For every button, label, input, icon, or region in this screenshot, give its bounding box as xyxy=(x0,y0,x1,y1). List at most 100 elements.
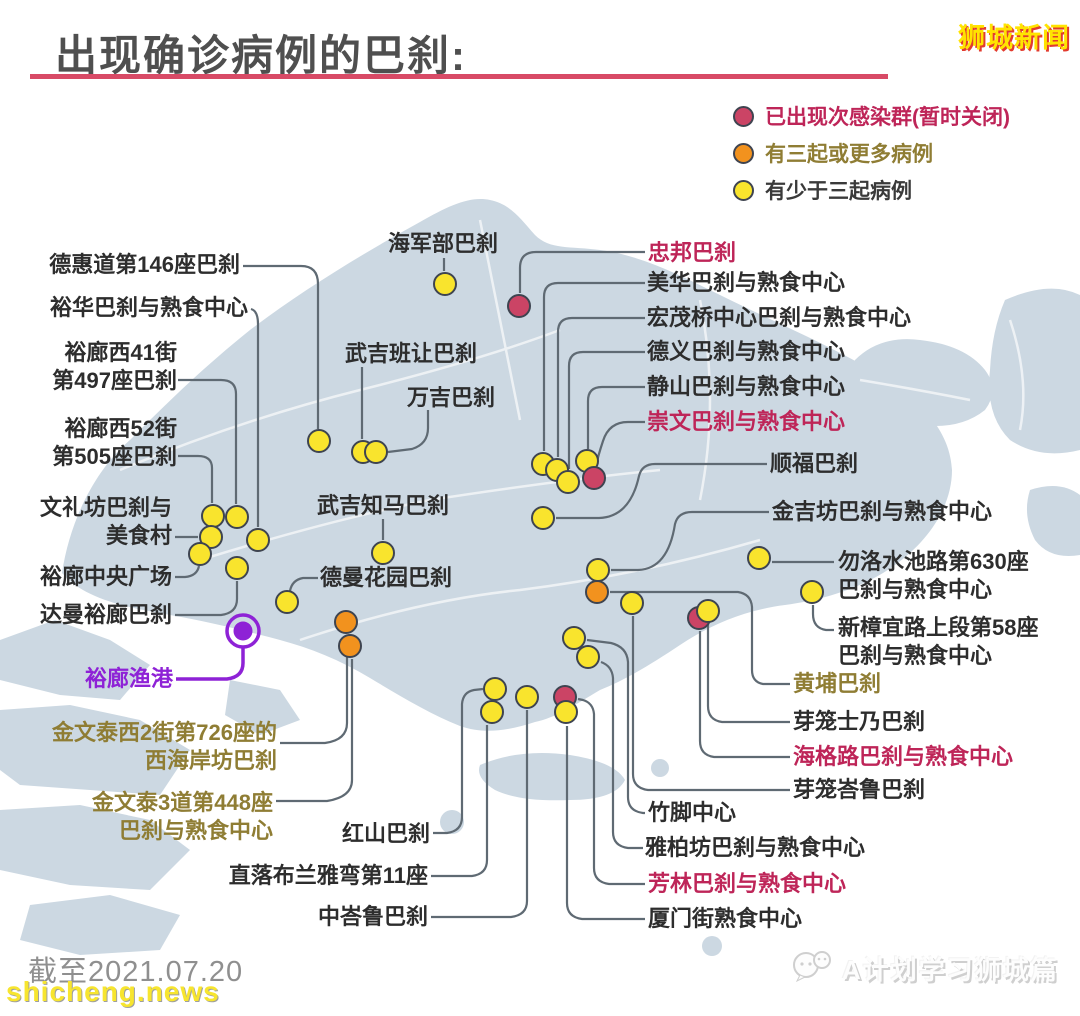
market-dot xyxy=(556,470,580,494)
market-connector-line xyxy=(431,725,489,878)
market-connector-line xyxy=(586,385,645,449)
market-dot xyxy=(747,546,771,570)
market-connector-line xyxy=(518,250,645,293)
fewer-dot-icon xyxy=(733,179,754,201)
market-label: 芽笼峇鲁巴刹 xyxy=(793,777,926,802)
market-connector-line xyxy=(175,581,239,617)
market-connector-line xyxy=(431,710,529,919)
market-label: 海军部巴刹 xyxy=(387,231,499,256)
market-label: 黄埔巴刹 xyxy=(793,671,882,696)
market-label: 厦门街熟食中心 xyxy=(648,906,803,931)
market-label: 新樟宜路上段第58座 巴刹与熟食中心 xyxy=(838,615,1039,668)
market-label: 武吉班让巴刹 xyxy=(345,341,478,366)
market-dot xyxy=(586,558,610,582)
market-dot xyxy=(585,580,609,604)
market-label: 红山巴刹 xyxy=(341,821,430,846)
market-dot xyxy=(800,580,824,604)
market-connector-line xyxy=(698,631,790,759)
market-dot xyxy=(225,556,249,580)
market-dot xyxy=(582,466,606,490)
market-label: 裕廊西52街 第505座巴刹 xyxy=(52,416,177,469)
legend-label: 有少于三起病例 xyxy=(765,180,912,203)
island-jurong-4 xyxy=(20,895,180,955)
market-dots xyxy=(188,272,824,724)
market-dot xyxy=(188,542,212,566)
market-label: 宏茂桥中心巴刹与熟食中心 xyxy=(647,305,912,330)
market-label: 金文泰3道第448座 巴刹与熟食中心 xyxy=(92,790,273,843)
channel-watermark: A计划学习狮城篇 xyxy=(790,948,1059,988)
market-label: 顺福巴刹 xyxy=(770,451,859,476)
market-dot xyxy=(531,506,555,530)
market-dot xyxy=(275,590,299,614)
legend: 已出现次感染群(暂时关闭) 有三起或更多病例 有少于三起病例 xyxy=(733,104,1010,215)
market-label: 万吉巴刹 xyxy=(407,385,496,410)
market-dot xyxy=(480,700,504,724)
three-or-more-dot-icon xyxy=(733,142,754,164)
market-connector-line xyxy=(586,638,645,815)
islet xyxy=(651,759,669,777)
market-label: 静山巴刹与熟食中心 xyxy=(647,374,846,399)
market-label: 雅柏坊巴刹与熟食中心 xyxy=(645,835,866,860)
market-dot xyxy=(201,504,225,528)
market-label: 勿洛水池路第630座 巴刹与熟食中心 xyxy=(838,549,1029,602)
island-jurong-1 xyxy=(0,620,150,700)
market-connector-line xyxy=(610,590,790,686)
title-underline xyxy=(30,74,888,79)
market-label: 芳林巴刹与熟食中心 xyxy=(648,871,847,896)
market-label: 崇文巴刹与熟食中心 xyxy=(647,409,846,434)
market-dot xyxy=(371,541,395,565)
market-label: 裕廊中央广场 xyxy=(39,564,172,589)
market-connector-line xyxy=(811,605,834,632)
market-connector-line xyxy=(556,462,767,520)
market-connector-line xyxy=(565,726,645,921)
island-small-west xyxy=(225,680,300,735)
site-watermark: shicheng.news xyxy=(6,976,220,1007)
market-label: 德义巴刹与熟食中心 xyxy=(647,339,846,364)
market-connector-line xyxy=(567,350,645,469)
market-label: 中峇鲁巴刹 xyxy=(317,904,428,929)
page-title: 出现确诊病例的巴刹: xyxy=(55,32,467,79)
market-label: 竹脚中心 xyxy=(648,800,737,825)
legend-label: 已出现次感染群(暂时关闭) xyxy=(765,106,1010,129)
market-dot xyxy=(246,528,270,552)
market-label: 达曼裕廊巴刹 xyxy=(39,602,172,627)
market-dot xyxy=(307,429,331,453)
market-connector-line xyxy=(611,510,769,572)
market-connector-line xyxy=(577,697,645,886)
island-ubin xyxy=(851,339,993,426)
market-connector-line xyxy=(178,378,238,504)
market-connector-line xyxy=(387,410,430,454)
market-label: 金吉坊巴刹与熟食中心 xyxy=(772,499,993,524)
market-dot xyxy=(233,621,253,641)
market-connector-line xyxy=(600,660,643,850)
market-dot xyxy=(338,634,362,658)
market-label: 裕廊渔港 xyxy=(84,666,173,691)
market-connector-line xyxy=(250,307,260,527)
island-sentosa xyxy=(479,752,625,801)
market-dot xyxy=(696,599,720,623)
legend-row-fewer: 有少于三起病例 xyxy=(733,178,1010,203)
market-connector-line xyxy=(280,635,349,745)
cluster-dot-icon xyxy=(733,105,754,127)
market-dot xyxy=(199,525,223,549)
as-of-date: 截至2021.07.20 xyxy=(28,956,244,988)
wechat-icon xyxy=(793,951,831,983)
market-label: 裕华巴刹与熟食中心 xyxy=(49,295,248,320)
market-connector-line xyxy=(276,659,354,803)
island-jurong-3 xyxy=(0,805,190,890)
market-connector-line xyxy=(288,576,318,592)
market-connector-line xyxy=(175,565,201,579)
market-label: 海格路巴刹与熟食中心 xyxy=(793,744,1014,769)
market-label: 德曼花园巴刹 xyxy=(320,565,453,590)
market-connector-line xyxy=(176,647,245,681)
market-dot xyxy=(483,677,507,701)
market-dot-ring xyxy=(225,613,261,649)
market-label: 武吉知马巴刹 xyxy=(317,493,450,518)
market-connector-line xyxy=(556,316,645,457)
market-connector-line xyxy=(542,281,645,451)
market-connector-line xyxy=(433,687,484,835)
market-dot xyxy=(620,591,644,615)
legend-label: 有三起或更多病例 xyxy=(765,143,933,166)
